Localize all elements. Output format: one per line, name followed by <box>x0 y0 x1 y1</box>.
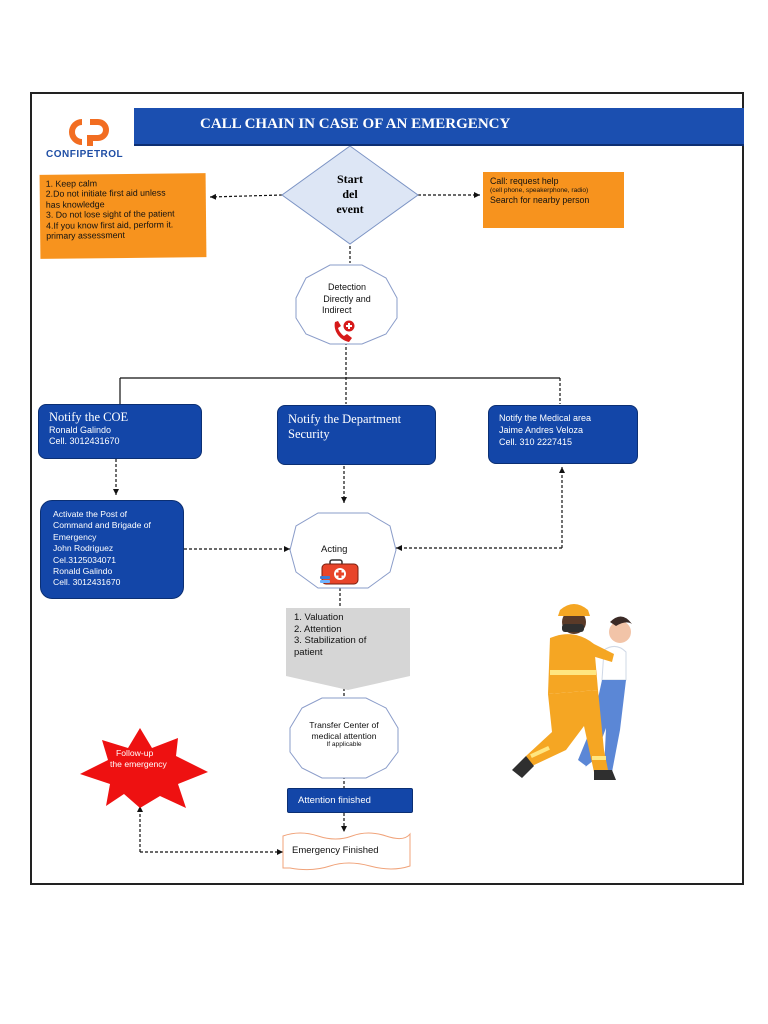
acting-shape <box>289 512 397 589</box>
followup-label: Follow-up the emergency <box>110 748 167 769</box>
diagram-frame <box>30 92 744 885</box>
title-banner: CALL CHAIN IN CASE OF AN EMERGENCY <box>134 108 744 146</box>
followup-star <box>80 728 208 808</box>
emergency-finished-label: Emergency Finished <box>292 845 379 856</box>
right-call-note: Call: request help (cell phone, speakerp… <box>483 172 624 228</box>
acting-label: Acting <box>321 544 348 555</box>
notify-coe-box: Notify the COE Ronald Galindo Cell. 3012… <box>38 404 202 459</box>
detection-label: Detection Directly and Indirect <box>322 282 371 315</box>
transfer-shape <box>289 697 399 779</box>
left-instructions-note: 1. Keep calm 2.Do not initiate first aid… <box>39 173 207 259</box>
steps-list: 1. Valuation 2. Attention 3. Stabilizati… <box>294 612 367 658</box>
phone-emergency-icon <box>334 320 355 342</box>
page-title: CALL CHAIN IN CASE OF AN EMERGENCY <box>200 116 511 132</box>
arrow-start-left <box>209 193 283 200</box>
attention-finished-box: Attention finished <box>287 788 413 813</box>
detection-shape <box>295 264 398 345</box>
logo-wordmark: CONFIPETROL <box>46 149 124 160</box>
steps-shape <box>286 608 410 690</box>
notify-medical-box: Notify the Medical area Jaime Andres Vel… <box>488 405 638 464</box>
start-label: Start del event <box>336 172 364 216</box>
notify-security-box: Notify the Department Security <box>277 405 436 465</box>
confipetrol-logo-icon <box>69 119 109 146</box>
activate-post-box: Activate the Post of Command and Brigade… <box>40 500 184 599</box>
emergency-finished-shape <box>282 832 411 871</box>
transfer-label: Transfer Center of medical attention If … <box>309 720 379 748</box>
first-aid-kit-icon <box>320 559 359 585</box>
start-diamond <box>281 145 419 245</box>
firefighter-illustration <box>512 604 632 780</box>
